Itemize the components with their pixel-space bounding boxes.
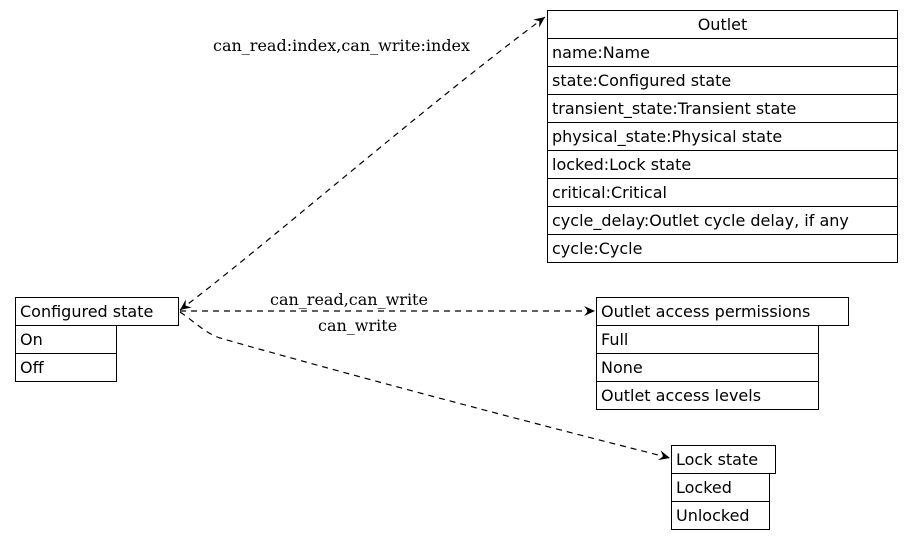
- edge-to-lock-state: [179, 311, 671, 461]
- permissions-row-full: Full: [596, 325, 819, 354]
- outlet-row-transient-state: transient_state:Transient state: [547, 94, 898, 123]
- configured-state-row-off: Off: [15, 353, 117, 382]
- lock-state-row-locked: Locked: [671, 473, 770, 502]
- permissions-title: Outlet access permissions: [596, 297, 849, 326]
- permissions-row-none: None: [596, 353, 819, 382]
- edge-label-to-outlet: can_read:index,can_write:index: [213, 36, 471, 55]
- lock-state-row-unlocked: Unlocked: [671, 501, 770, 530]
- edge-to-outlet: [179, 16, 546, 311]
- outlet-row-state: state:Configured state: [547, 66, 898, 95]
- outlet-row-locked: locked:Lock state: [547, 150, 898, 179]
- outlet-row-critical: critical:Critical: [547, 178, 898, 207]
- permissions-row-levels: Outlet access levels: [596, 381, 819, 410]
- configured-state-row-on: On: [15, 325, 117, 354]
- edge-label-to-lock-state: can_write: [318, 316, 398, 335]
- edge-label-to-permissions: can_read,can_write: [270, 290, 428, 309]
- configured-state-title: Configured state: [15, 297, 179, 326]
- outlet-row-cycle: cycle:Cycle: [547, 234, 898, 263]
- outlet-row-physical-state: physical_state:Physical state: [547, 122, 898, 151]
- outlet-row-name: name:Name: [547, 38, 898, 67]
- lock-state-title: Lock state: [671, 445, 776, 474]
- outlet-row-cycle-delay: cycle_delay:Outlet cycle delay, if any: [547, 206, 898, 235]
- outlet-title: Outlet: [547, 10, 898, 39]
